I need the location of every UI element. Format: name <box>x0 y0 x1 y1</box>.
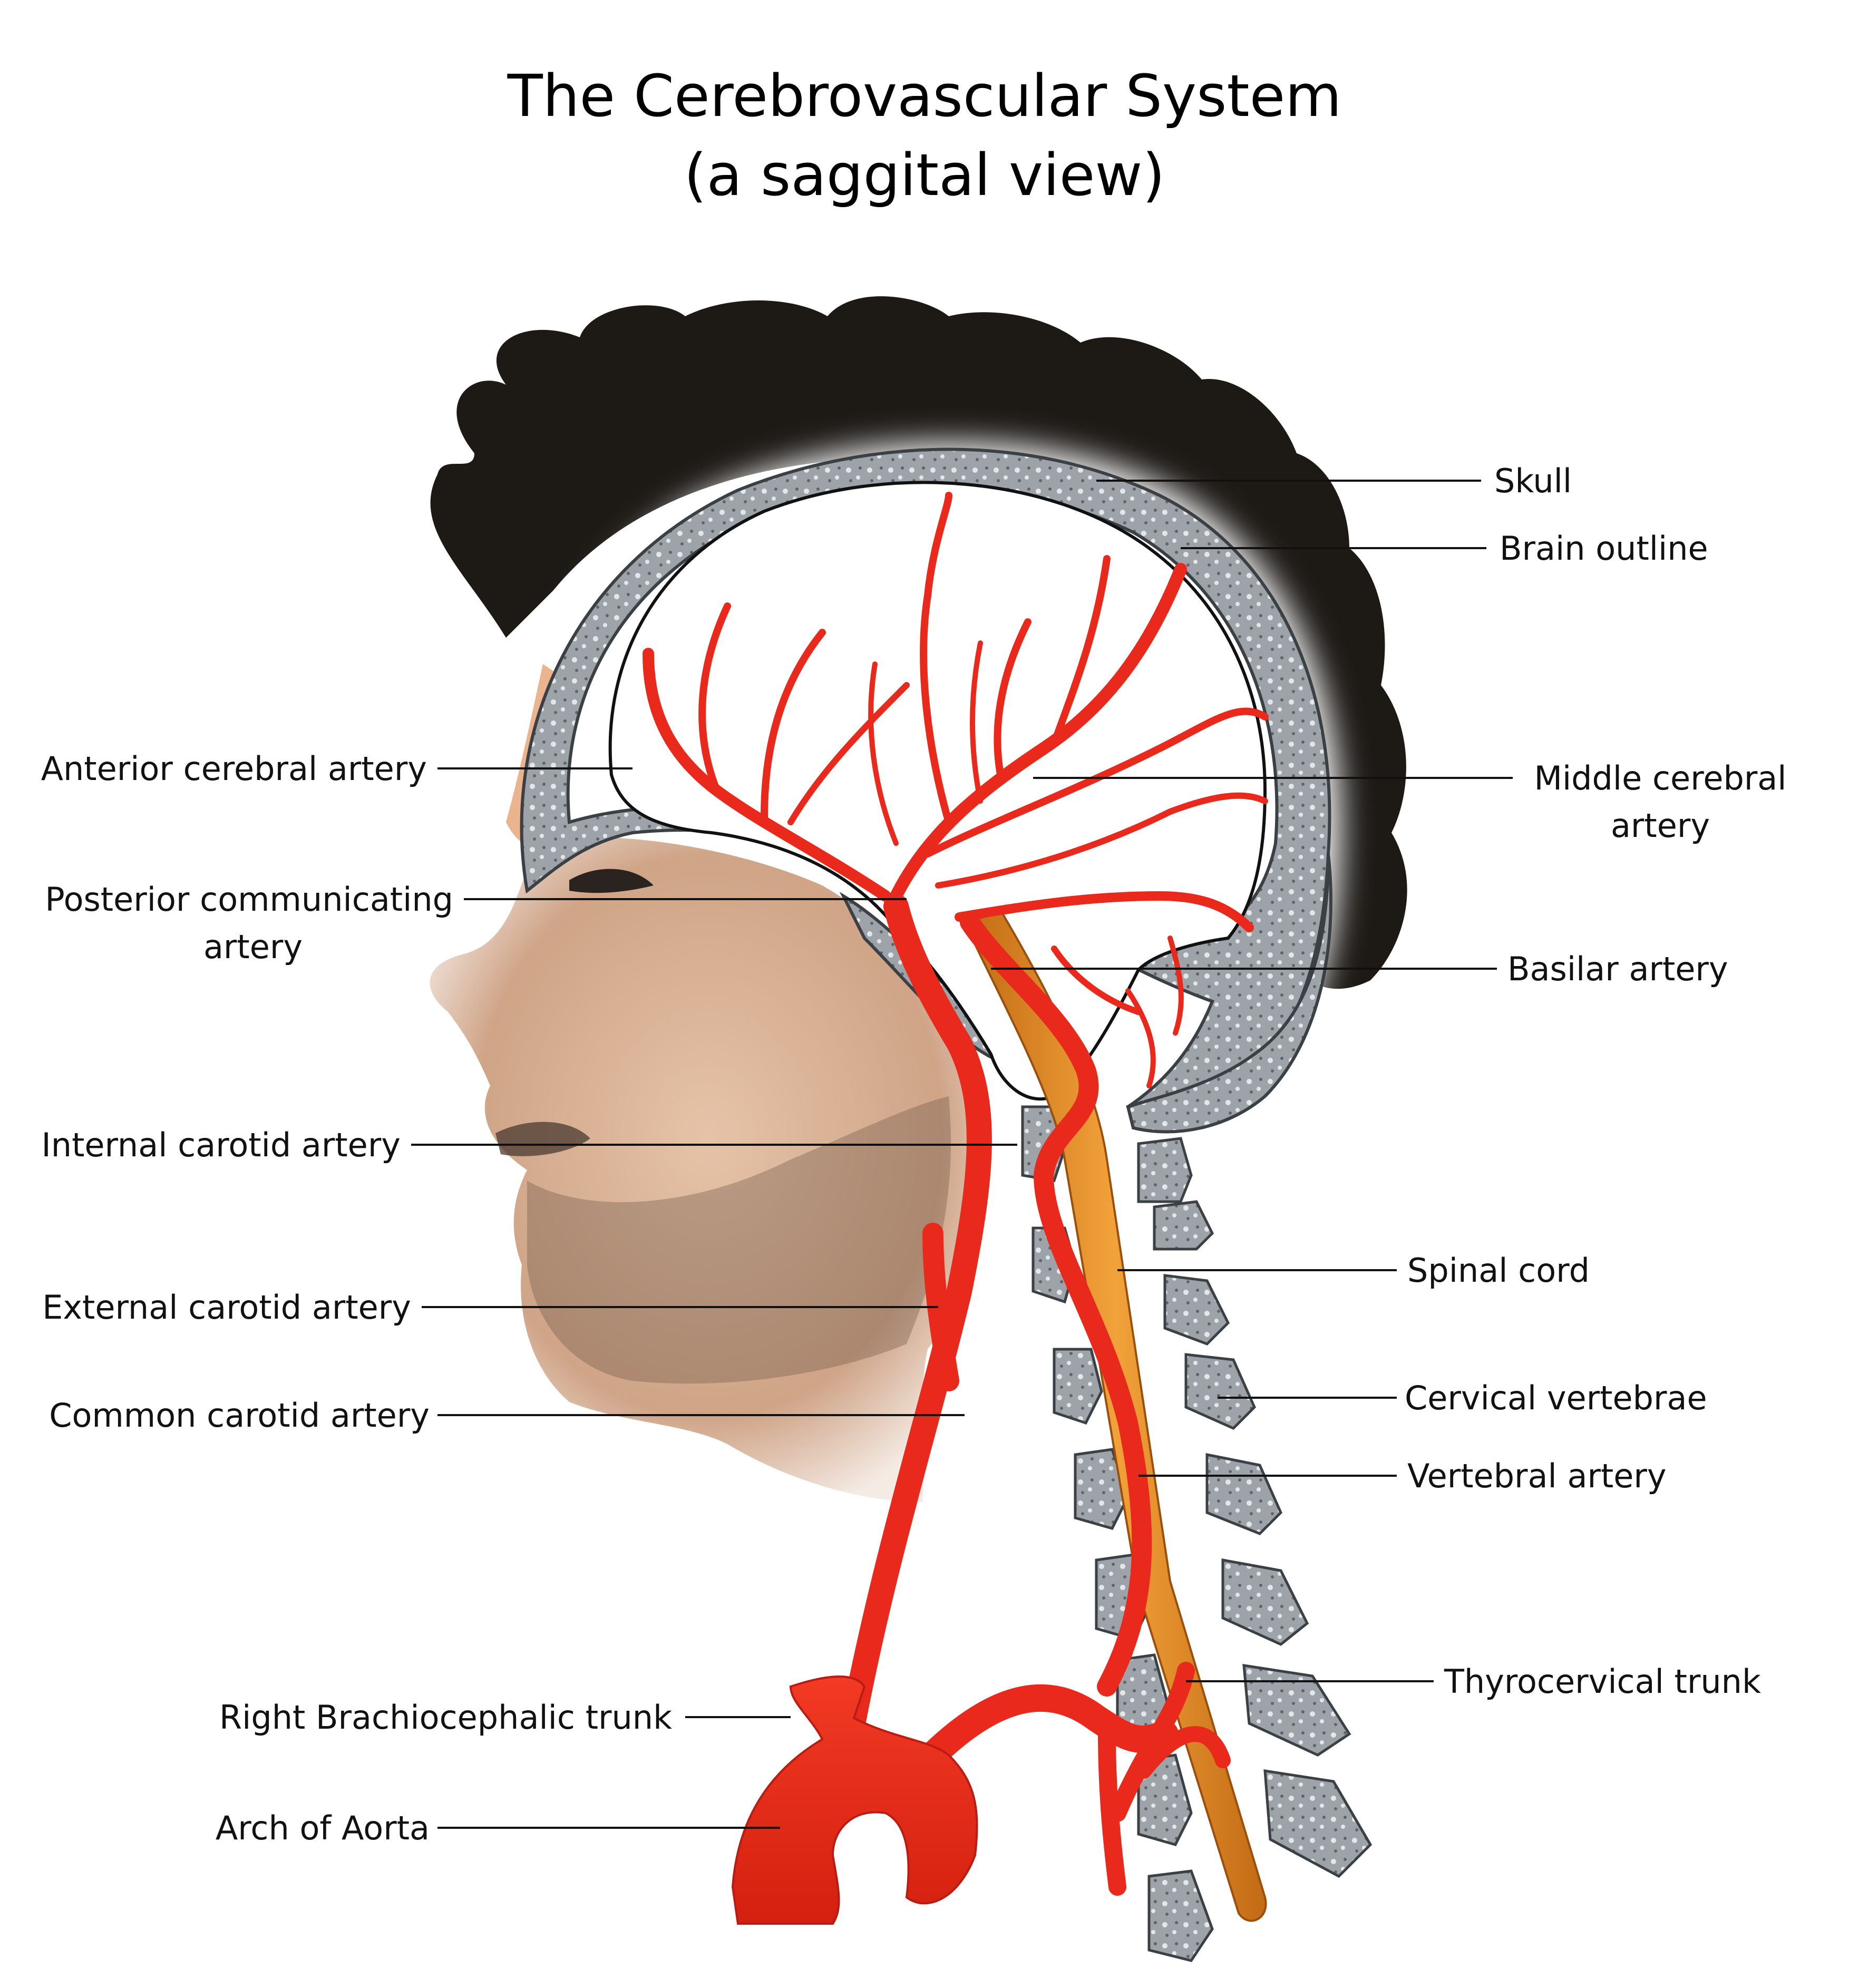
vertebra-7 <box>1074 1448 1130 1530</box>
hair <box>430 296 1407 989</box>
mca-branch-7 <box>970 640 983 804</box>
subclavian-down <box>1098 1725 1126 1896</box>
label-brain-outline: Brain outline <box>1500 529 1708 568</box>
title-line-1: The Cerebrovascular System <box>507 62 1342 130</box>
eye <box>569 869 654 893</box>
label-external-carotid-artery: External carotid artery <box>42 1288 411 1327</box>
label-arch-of-aorta: Arch of Aorta <box>216 1809 430 1847</box>
label-common-carotid-artery: Common carotid artery <box>49 1396 430 1435</box>
subclavian-vessel <box>914 1684 1179 1774</box>
external-carotid-vessel <box>922 1223 959 1391</box>
mca-branch-6 <box>868 661 899 846</box>
labels-left: Anterior cerebral artery Posterior commu… <box>41 749 672 1847</box>
posterior-cerebral-vessel <box>955 891 1254 932</box>
label-basilar-artery: Basilar artery <box>1507 950 1728 988</box>
label-cervical-vertebrae: Cervical vertebrae <box>1405 1379 1707 1417</box>
label-posterior-communicating-artery-line-1: Posterior communicating <box>45 880 453 919</box>
vertebra-12 <box>1221 1558 1309 1646</box>
aortic-arch <box>731 1675 978 1925</box>
vertebra-13 <box>1137 1753 1193 1846</box>
acr-branch-3 <box>787 682 910 825</box>
title-line-2: (a saggital view) <box>684 141 1165 209</box>
pca-branch-2 <box>1125 988 1156 1088</box>
label-skull: Skull <box>1494 462 1572 500</box>
vertebra-6 <box>1163 1274 1230 1346</box>
thyrocervical-vessel <box>1108 1662 1195 1822</box>
face <box>430 837 987 1502</box>
vertebra-16 <box>1147 1869 1214 1962</box>
label-posterior-communicating-artery-line-2: artery <box>203 928 303 966</box>
label-right-brachiocephalic-trunk: Right Brachiocephalic trunk <box>219 1698 672 1737</box>
vertebra-10 <box>1205 1453 1282 1535</box>
vertebra-5 <box>1053 1348 1103 1425</box>
vertebra-2 <box>1137 1137 1193 1203</box>
mca-branch-5 <box>935 792 1268 889</box>
vertebra-4 <box>1153 1200 1214 1251</box>
middle-cerebral-vessel <box>890 563 1187 902</box>
leader-lines-left <box>411 767 1017 1829</box>
mca-branch-1 <box>920 492 952 826</box>
beard-shadow <box>527 1096 951 1384</box>
vertebra-14 <box>1242 1664 1351 1757</box>
label-middle-cerebral-artery-line-2: artery <box>1611 806 1710 845</box>
label-internal-carotid-artery: Internal carotid artery <box>41 1126 401 1164</box>
label-spinal-cord: Spinal cord <box>1407 1251 1590 1290</box>
labels-right: Skull Brain outline Middle cerebral arte… <box>1405 462 1787 1701</box>
acr-branch-1 <box>698 602 731 794</box>
label-vertebral-artery: Vertebral artery <box>1407 1457 1667 1495</box>
arteries <box>643 492 1269 1896</box>
vertebra-15 <box>1263 1769 1373 1878</box>
mca-branch-4 <box>924 707 1269 857</box>
common-carotid-vessel <box>841 894 992 1731</box>
cervical-vertebrae-group <box>1021 1105 1373 1962</box>
thyrocervical-branch <box>1136 1726 1231 1779</box>
mca-branch-3 <box>1050 555 1111 747</box>
vertebra-8 <box>1184 1353 1256 1430</box>
label-middle-cerebral-artery-line-1: Middle cerebral <box>1534 759 1786 797</box>
label-thyrocervical-trunk: Thyrocervical trunk <box>1444 1662 1761 1701</box>
skull-occipital <box>1126 853 1332 1134</box>
pca-branch-3 <box>1167 935 1184 1036</box>
acr-branch-2 <box>761 629 826 821</box>
vertebral-vessel <box>960 912 1152 1697</box>
mustache <box>495 1122 590 1156</box>
label-anterior-cerebral-artery: Anterior cerebral artery <box>41 749 427 788</box>
pca-branch-1 <box>1051 946 1142 1015</box>
mca-branch-2 <box>994 618 1031 784</box>
leader-lines-right <box>991 480 1513 1682</box>
